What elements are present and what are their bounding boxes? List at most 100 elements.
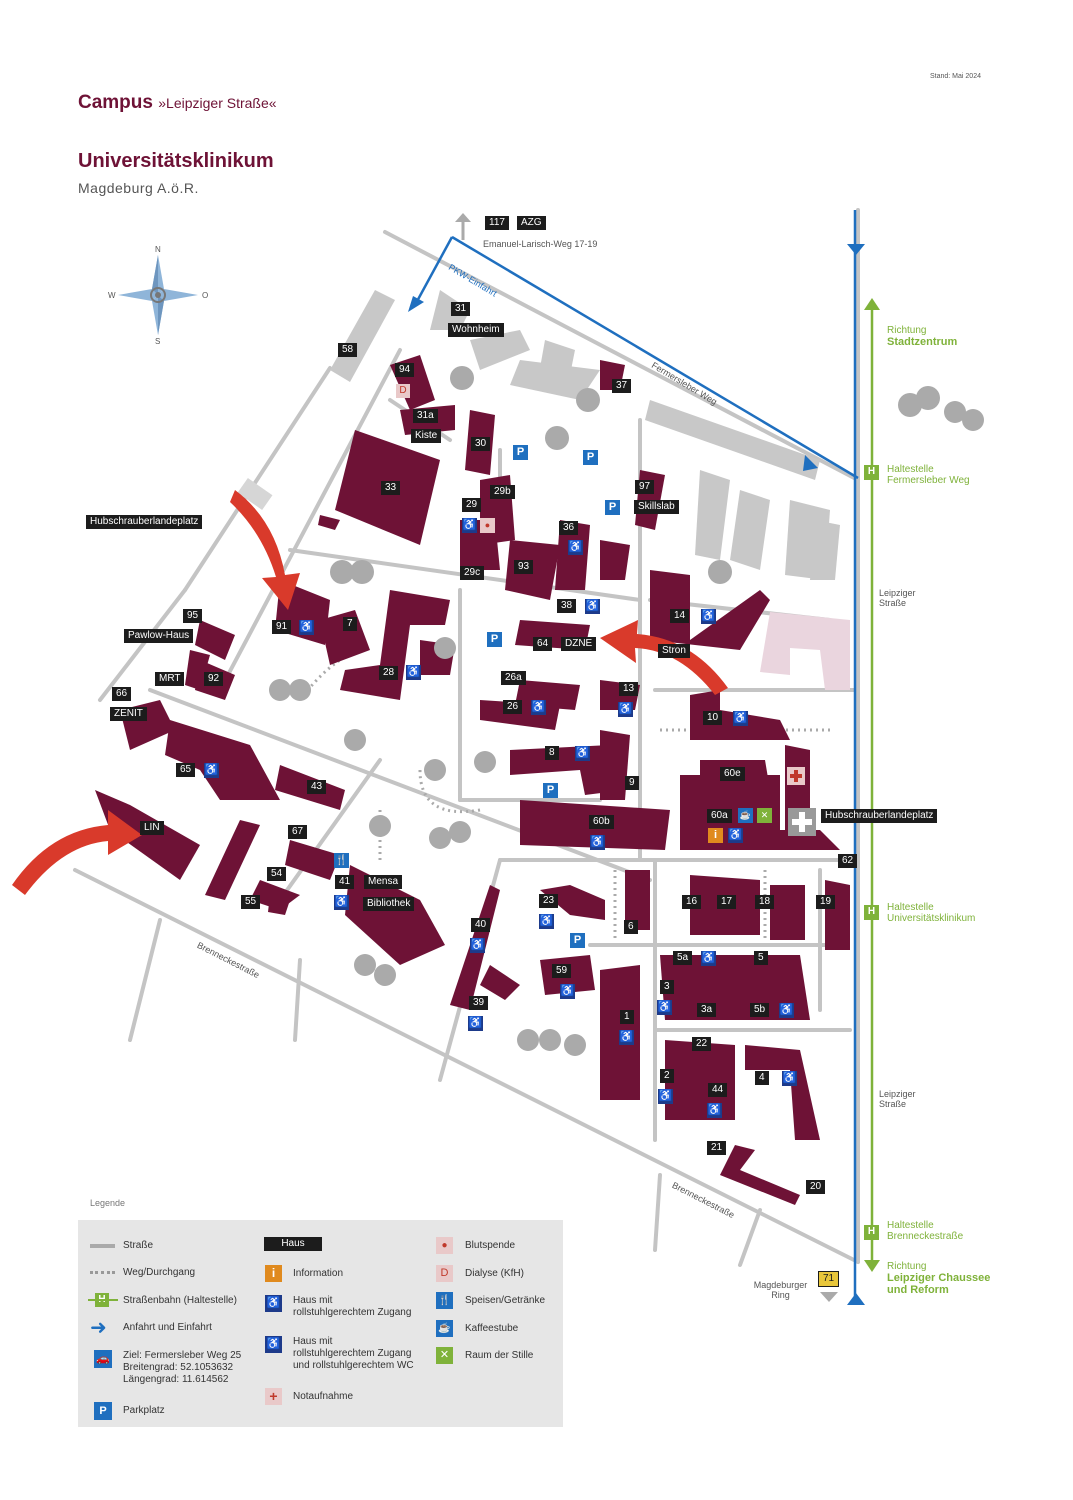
label-azg[interactable]: AZG [517,216,546,230]
label-28[interactable]: 28 [379,666,399,680]
label-4[interactable]: 4 [755,1071,769,1085]
label-21[interactable]: 21 [707,1141,727,1155]
label-6[interactable]: 6 [624,920,638,934]
label-31a[interactable]: 31a [413,409,438,423]
compass-w: W [108,291,116,300]
wheelchair-icon: ♿ [619,1030,634,1045]
label-mensa[interactable]: Mensa [364,875,403,889]
legend-street: Straße [123,1240,154,1251]
label-65[interactable]: 65 [176,763,196,777]
label-43[interactable]: 43 [307,780,327,794]
label-29[interactable]: 29 [462,498,482,512]
label-mrt[interactable]: MRT [155,672,185,686]
food-icon: 🍴 [436,1292,453,1309]
label-91[interactable]: 91 [272,620,292,634]
wheelchair-icon: ♿ [299,620,314,635]
label-14[interactable]: 14 [670,609,690,623]
label-31[interactable]: 31 [451,302,471,316]
legend-house: Haus [264,1237,322,1251]
label-60b[interactable]: 60b [589,815,614,829]
label-94[interactable]: 94 [395,363,415,377]
label-hubschrauberlandeplatz-1[interactable]: Hubschrauberlandeplatz [86,515,203,529]
label-kiste[interactable]: Kiste [411,429,442,443]
label-lin[interactable]: LIN [140,821,164,835]
label-37[interactable]: 37 [612,379,632,393]
label-1[interactable]: 1 [620,1010,634,1024]
label-60a[interactable]: 60a [707,809,732,823]
label-26[interactable]: 26 [503,700,523,714]
campus-title: Campus »Leipziger Straße« [78,92,277,113]
label-62[interactable]: 62 [838,854,858,868]
label-13[interactable]: 13 [619,682,639,696]
emergency-icon: + [265,1388,282,1405]
legend-path: Weg/Durchgang [123,1267,196,1278]
label-wohnheim[interactable]: Wohnheim [448,323,504,337]
label-54[interactable]: 54 [267,867,287,881]
label-20[interactable]: 20 [806,1180,826,1194]
label-2[interactable]: 2 [660,1069,674,1083]
label-stron[interactable]: Stron [658,644,690,658]
label-59[interactable]: 59 [552,964,572,978]
label-5b[interactable]: 5b [750,1003,770,1017]
label-8[interactable]: 8 [545,746,559,760]
helipad-1 [237,478,273,510]
label-18[interactable]: 18 [755,895,775,909]
label-zenit[interactable]: ZENIT [110,707,147,721]
label-19[interactable]: 19 [816,895,836,909]
parking-icon: P [94,1402,112,1420]
label-17[interactable]: 17 [717,895,737,909]
label-95[interactable]: 95 [183,609,203,623]
label-skillslab[interactable]: Skillslab [634,500,679,514]
label-3a[interactable]: 3a [697,1003,717,1017]
label-7[interactable]: 7 [343,617,357,631]
label-23[interactable]: 23 [539,894,559,908]
label-66[interactable]: 66 [112,687,132,701]
label-bibliothek[interactable]: Bibliothek [363,897,415,911]
legend-coffee: Kaffeestube [465,1323,519,1334]
label-pawlow-haus[interactable]: Pawlow-Haus [124,629,194,643]
label-16[interactable]: 16 [682,895,702,909]
label-10[interactable]: 10 [703,711,723,725]
label-36[interactable]: 36 [559,521,579,535]
label-92[interactable]: 92 [204,672,224,686]
label-67[interactable]: 67 [288,825,308,839]
label-71[interactable]: 71 [818,1271,840,1287]
arrow-right-icon: ➜ [90,1317,107,1339]
blood-donation-icon: ● [480,518,495,533]
street-leipziger-1: Leipziger Straße [879,588,916,608]
label-22[interactable]: 22 [692,1037,712,1051]
label-64[interactable]: 64 [533,637,553,651]
label-58[interactable]: 58 [338,343,358,357]
label-60e[interactable]: 60e [720,767,745,781]
label-93[interactable]: 93 [514,560,534,574]
parking-icon: P [487,632,502,647]
label-41[interactable]: 41 [335,875,355,889]
label-30[interactable]: 30 [471,437,491,451]
label-117[interactable]: 117 [485,216,509,230]
label-39[interactable]: 39 [469,996,489,1010]
label-dzne[interactable]: DZNE [561,637,597,651]
label-29c[interactable]: 29c [460,566,485,580]
label-hubschrauberlandeplatz-2[interactable]: Hubschrauberlandeplatz [821,809,938,823]
label-26a[interactable]: 26a [501,671,526,685]
label-55[interactable]: 55 [241,895,261,909]
label-38[interactable]: 38 [557,599,577,613]
label-5a[interactable]: 5a [673,951,693,965]
label-5[interactable]: 5 [754,951,768,965]
label-33[interactable]: 33 [381,481,401,495]
label-29b[interactable]: 29b [490,485,515,499]
label-40[interactable]: 40 [471,918,491,932]
label-3[interactable]: 3 [660,980,674,994]
label-44[interactable]: 44 [708,1083,728,1097]
legend-parking: Parkplatz [123,1405,165,1416]
label-9[interactable]: 9 [625,776,639,790]
street-network [73,208,860,1267]
legend-arrival: Anfahrt und Einfahrt [123,1322,212,1333]
wheelchair-icon: ♿ [658,1089,673,1104]
coffee-icon: ☕ [738,808,753,823]
street-emanuel: Emanuel-Larisch-Weg 17-19 [483,239,598,249]
label-97[interactable]: 97 [635,480,655,494]
